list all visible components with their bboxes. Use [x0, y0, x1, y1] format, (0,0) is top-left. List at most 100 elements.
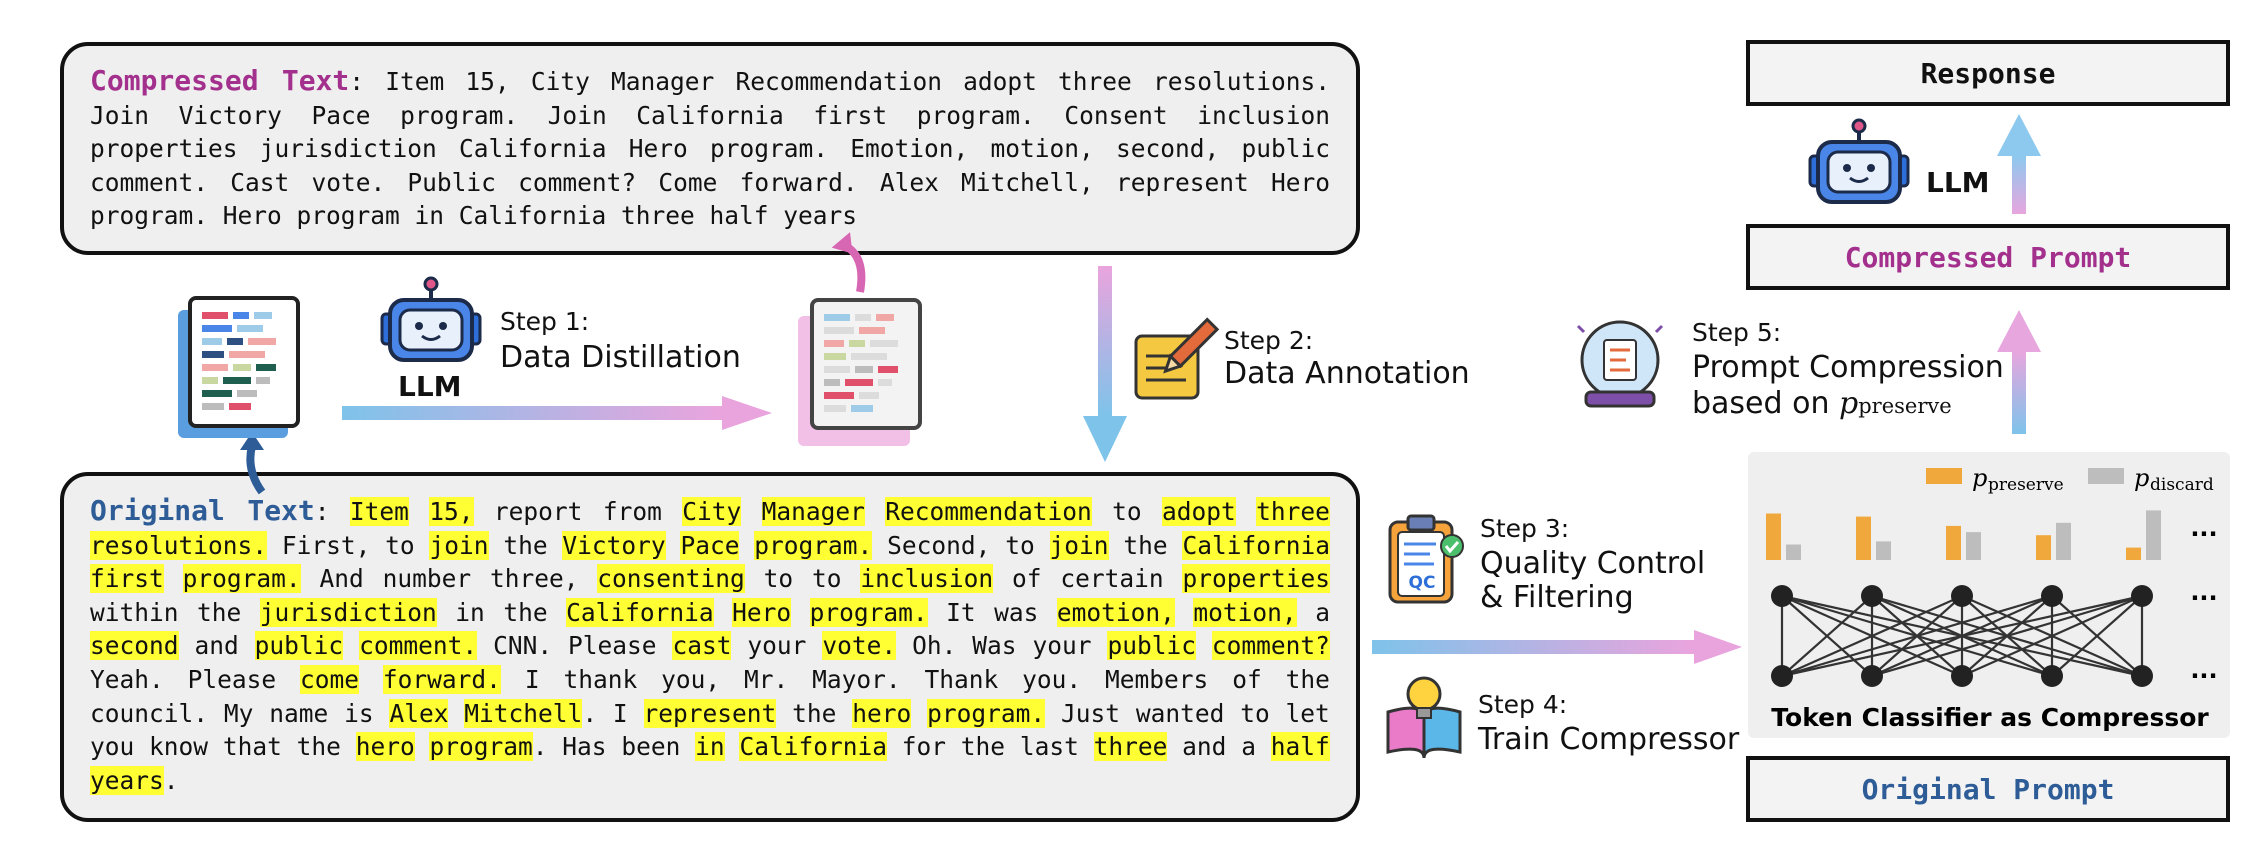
original-text-box: Original Text: Item 15, report from City…: [60, 472, 1360, 822]
highlighted-token: California: [739, 732, 887, 762]
step5-p-symbol: p: [1839, 386, 1859, 421]
step4-label: Step 4:: [1478, 690, 1568, 719]
highlighted-token: years: [90, 765, 164, 795]
document-line: [202, 364, 228, 371]
document-line: [849, 340, 865, 347]
highlighted-token: public: [254, 631, 344, 661]
document-line: [229, 351, 265, 358]
highlighted-token: City: [682, 497, 742, 526]
highlighted-token: three: [1093, 732, 1168, 762]
highlighted-token: first: [90, 564, 164, 594]
plain-token: .: [532, 732, 548, 762]
plain-token: to: [763, 564, 794, 594]
plain-token: First,: [281, 530, 371, 560]
legend-discard-swatch: [2088, 468, 2124, 484]
plain-token: .: [163, 765, 179, 795]
plain-token: was: [994, 597, 1039, 627]
discard-bar: [1786, 544, 1801, 560]
network-node: [2131, 585, 2153, 607]
legend-discard-symbol: p: [2134, 464, 2149, 492]
response-robot-icon: [1808, 118, 1910, 204]
highlighted-token: resolutions.: [90, 530, 268, 560]
highlighted-token: inclusion: [860, 564, 994, 594]
document-line: [256, 377, 270, 384]
document-line: [824, 340, 844, 347]
plain-token: Second,: [887, 530, 991, 560]
document-line: [237, 325, 263, 332]
response-box: Response: [1746, 40, 2230, 106]
probability-bars: [1766, 510, 2161, 560]
top-nodes-ellipsis: ...: [2190, 578, 2217, 606]
original-text-tokens: Item 15, report from City Manager Recomm…: [90, 497, 1330, 795]
compressed-prompt-box: Compressed Prompt: [1746, 224, 2230, 290]
plain-token: thank: [563, 664, 638, 694]
plain-token: of: [1011, 564, 1042, 594]
document-line: [878, 366, 898, 373]
document-line: [824, 392, 854, 399]
document-line: [855, 366, 873, 373]
plain-token: the: [1123, 530, 1168, 560]
plain-token: to: [1112, 497, 1142, 526]
document-line: [824, 379, 840, 386]
document-line: [202, 390, 232, 397]
probability-legend: p preserve p discard: [1926, 464, 2214, 495]
highlighted-token: hero: [355, 732, 415, 762]
document-line: [256, 364, 276, 371]
network-node: [1951, 665, 1973, 687]
curved-arrow-to-compressed: [831, 232, 866, 293]
plain-token: Just: [1060, 698, 1120, 728]
plain-token: And: [319, 564, 364, 594]
highlighted-token: 15,: [429, 497, 474, 526]
plain-token: last: [1019, 732, 1079, 762]
document-line: [851, 405, 873, 412]
document-line: [237, 390, 257, 397]
plain-token: the: [503, 597, 548, 627]
plain-token: I: [524, 664, 540, 694]
preserve-bar: [2126, 547, 2141, 560]
plain-token: Yeah.: [90, 664, 164, 694]
plain-token: the: [960, 732, 1006, 762]
document-line: [824, 366, 850, 373]
highlighted-token: cast: [672, 631, 732, 661]
highlighted-token: emotion,: [1056, 597, 1175, 627]
plain-token: the: [296, 732, 341, 762]
highlighted-token: program.: [182, 564, 301, 594]
document-line: [878, 379, 892, 386]
step1-arrow: [342, 396, 772, 430]
original-text-label: Original Text: [90, 494, 315, 527]
highlighted-token: vote.: [822, 631, 897, 661]
annotation-icon: [1134, 317, 1220, 400]
step3-title-line2: & Filtering: [1480, 580, 1634, 615]
step1-llm-label: LLM: [398, 370, 462, 403]
highlighted-token: adopt: [1162, 497, 1236, 526]
network-node: [1771, 585, 1793, 607]
step1-label: Step 1:: [500, 307, 590, 336]
preserve-bar: [1766, 513, 1781, 560]
plain-token: Mr.: [743, 664, 789, 694]
network-edge: [2051, 595, 2143, 677]
highlighted-token: Recommendation: [885, 497, 1092, 526]
plain-token: Please: [187, 664, 277, 694]
step5-title-line1: Prompt Compression: [1692, 350, 2004, 385]
plain-token: know: [149, 732, 209, 762]
step2-title: Data Annotation: [1224, 356, 1470, 391]
highlighted-token: comment.: [359, 631, 478, 661]
highlighted-token: join: [429, 530, 489, 560]
plain-token: Members: [1105, 664, 1209, 694]
step34-arrow: [1372, 630, 1742, 664]
plain-token: you,: [661, 664, 721, 694]
highlighted-token: consenting: [597, 564, 745, 594]
compressed-text-paragraph: Compressed Text: Item 15, City Manager R…: [90, 64, 1330, 233]
document-line: [202, 338, 222, 345]
highlighted-token: half: [1270, 732, 1330, 762]
plain-token: of: [1232, 664, 1262, 694]
token-classifier-network: [1771, 585, 2153, 687]
classifier-label: Token Classifier as Compressor: [1771, 703, 2209, 732]
plain-token: you: [90, 732, 135, 762]
network-edge: [1781, 594, 1963, 678]
preserve-bar: [2036, 535, 2051, 560]
plain-token: certain: [1060, 564, 1164, 594]
plain-token: to: [812, 564, 842, 594]
network-edge: [1781, 594, 2053, 678]
